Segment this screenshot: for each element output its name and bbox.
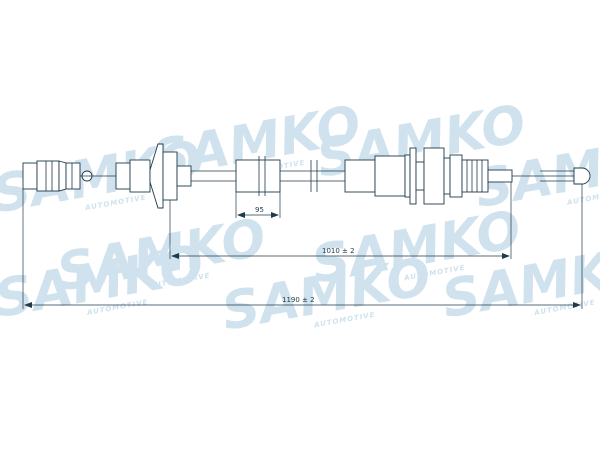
cable-assembly	[22, 143, 591, 209]
dimension-95: 95	[235, 192, 281, 218]
inner-cable-end	[512, 167, 591, 185]
cable-outer	[191, 156, 345, 196]
dimension-1010: 1010 ± 2	[169, 182, 512, 259]
dimension-1010-label: 1010 ± 2	[322, 247, 355, 255]
left-end-fitting	[22, 160, 118, 192]
dimension-1190-label: 1190 ± 2	[282, 296, 315, 304]
adjusting-sleeve	[115, 143, 192, 209]
dimension-1190: 1190 ± 2	[22, 184, 583, 309]
dimension-95-label: 95	[255, 206, 264, 214]
